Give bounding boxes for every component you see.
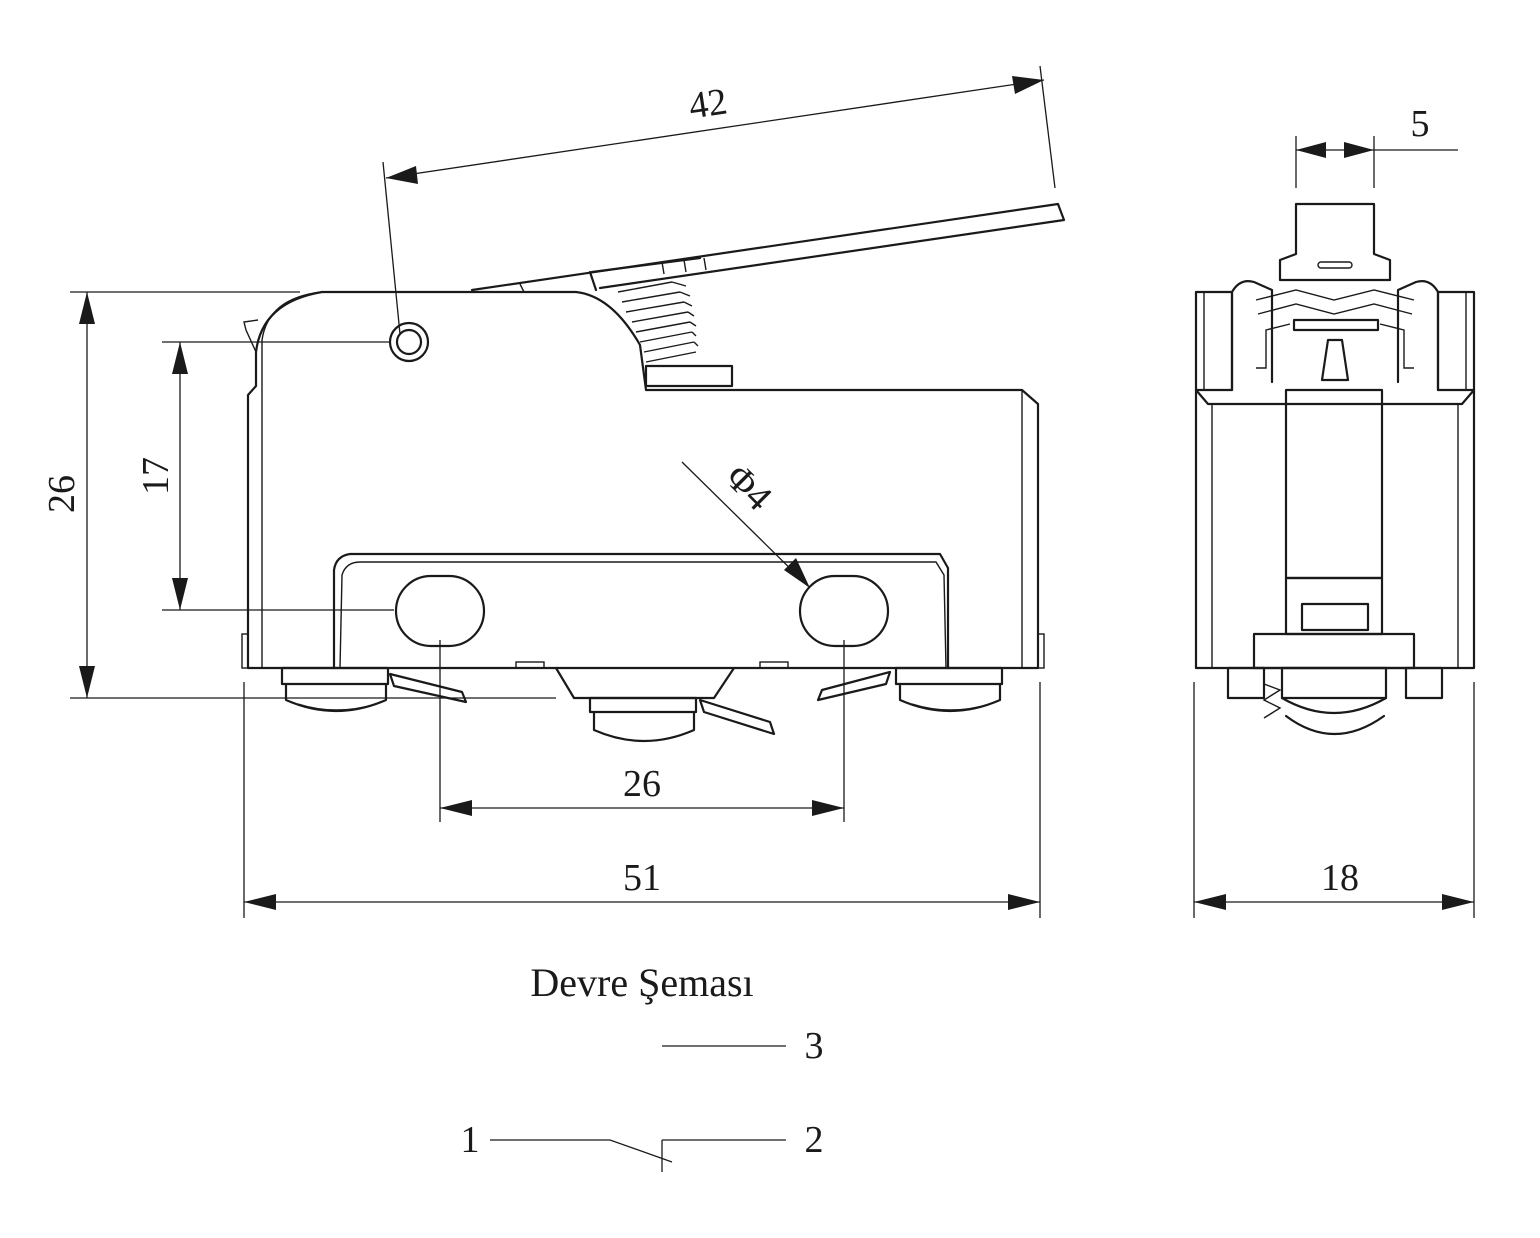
spring <box>617 281 734 388</box>
dim-overall-width: 18 <box>1321 857 1359 899</box>
front-view <box>241 202 1066 743</box>
mount-hole-left <box>394 574 486 648</box>
dimension-lines <box>70 65 1475 918</box>
terminal-1-label: 1 <box>461 1119 480 1161</box>
terminals <box>280 661 1004 743</box>
dim-overall-length: 51 <box>623 857 661 899</box>
dim-hole-height: 17 <box>135 457 177 495</box>
no-contact <box>661 1139 786 1172</box>
dim-hole-diameter: Φ4 <box>717 456 780 519</box>
terminal-2-label: 2 <box>805 1119 824 1161</box>
dim-roller-width: 5 <box>1411 103 1430 145</box>
dim-hole-spacing: 26 <box>623 763 661 805</box>
lever <box>470 202 1066 293</box>
circuit-diagram: Devre Şeması 3 1 2 <box>461 960 824 1172</box>
side-view <box>1194 202 1476 735</box>
lever-pivot <box>388 321 430 363</box>
common-line <box>490 1139 673 1163</box>
dim-lever-length: 42 <box>686 80 730 127</box>
circuit-title: Devre Şeması <box>530 960 753 1005</box>
terminal-3-label: 3 <box>805 1025 824 1067</box>
dim-overall-height: 26 <box>41 475 83 513</box>
mount-hole-right <box>798 574 890 648</box>
switch-body <box>241 290 1045 670</box>
